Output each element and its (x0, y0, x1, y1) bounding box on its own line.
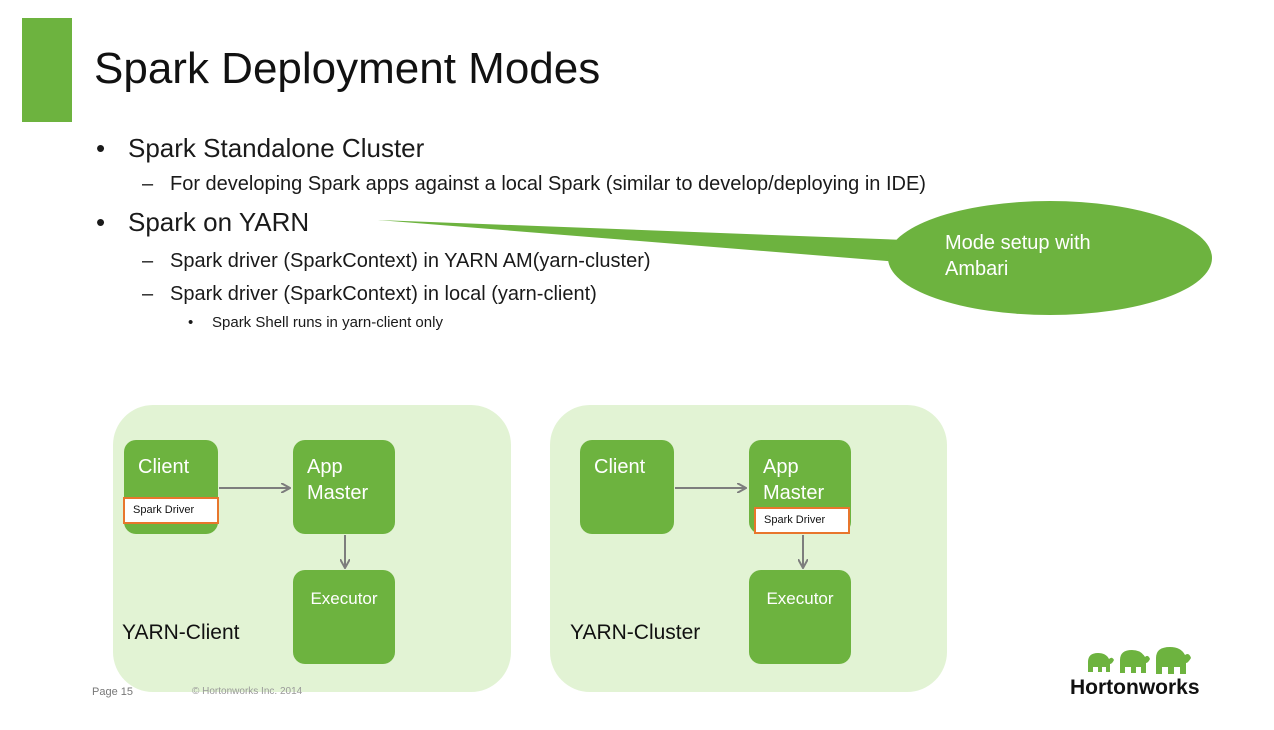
bullet-marker: – (142, 250, 154, 272)
bullet-text: Spark driver (SparkContext) in local (ya… (170, 283, 597, 305)
copyright: © Hortonworks Inc. 2014 (192, 686, 303, 697)
elephant-logo-icon (1088, 647, 1191, 674)
callout-line-1: Mode setup with (945, 232, 1091, 254)
bullet-text: Spark driver (SparkContext) in YARN AM(y… (170, 250, 651, 272)
app-master-line-2: Master (763, 482, 825, 504)
page-number: Page 15 (92, 686, 133, 698)
yarn-cluster-spark-driver: Spark Driver (754, 507, 850, 534)
bullet-marker: • (188, 314, 194, 331)
client-label: Client (138, 456, 190, 478)
yarn-client-executor-box: Executor (293, 570, 395, 664)
yarn-cluster-executor-box: Executor (749, 570, 851, 664)
executor-label: Executor (766, 589, 834, 608)
logo-wordmark: Hortonworks (1070, 676, 1200, 699)
bullet-text: Spark on YARN (128, 207, 310, 237)
bullet-marker: – (142, 283, 154, 305)
bullet-yarn: • Spark on YARN (96, 207, 309, 238)
bullet-marker: • (96, 207, 106, 237)
callout-bubble (888, 201, 1212, 315)
callout-line-2: Ambari (945, 258, 1009, 280)
bullet-text: Spark Standalone Cluster (128, 133, 425, 163)
title-accent-bar (22, 18, 72, 122)
app-master-label: App Master (307, 454, 368, 506)
bullet-text: For developing Spark apps against a loca… (170, 173, 926, 195)
sub-sub-bullet-shell: • Spark Shell runs in yarn-client only (188, 314, 443, 331)
bullet-marker: • (96, 133, 106, 163)
yarn-cluster-label: YARN-Cluster (570, 621, 701, 644)
callout-text: Mode setup with Ambari (945, 230, 1145, 282)
app-master-line-1: App (307, 456, 343, 478)
sub-bullet-standalone-desc: –For developing Spark apps against a loc… (142, 173, 926, 196)
bullet-text: Spark Shell runs in yarn-client only (212, 314, 443, 331)
sub-bullet-yarn-client: –Spark driver (SparkContext) in local (y… (142, 283, 597, 306)
client-label: Client (594, 456, 646, 478)
yarn-client-label: YARN-Client (122, 621, 240, 644)
app-master-line-1: App (763, 456, 799, 478)
sub-bullet-yarn-cluster: –Spark driver (SparkContext) in YARN AM(… (142, 250, 651, 273)
slide-title: Spark Deployment Modes (94, 44, 601, 93)
yarn-client-spark-driver: Spark Driver (123, 497, 219, 524)
yarn-cluster-client-box: Client (580, 440, 674, 534)
bullet-standalone: • Spark Standalone Cluster (96, 133, 424, 164)
bullet-marker: – (142, 173, 154, 195)
app-master-label: App Master (763, 454, 824, 506)
app-master-line-2: Master (307, 482, 369, 504)
executor-label: Executor (310, 589, 378, 608)
yarn-client-app-master-box: App Master (293, 440, 395, 534)
callout-pointer (378, 220, 905, 262)
